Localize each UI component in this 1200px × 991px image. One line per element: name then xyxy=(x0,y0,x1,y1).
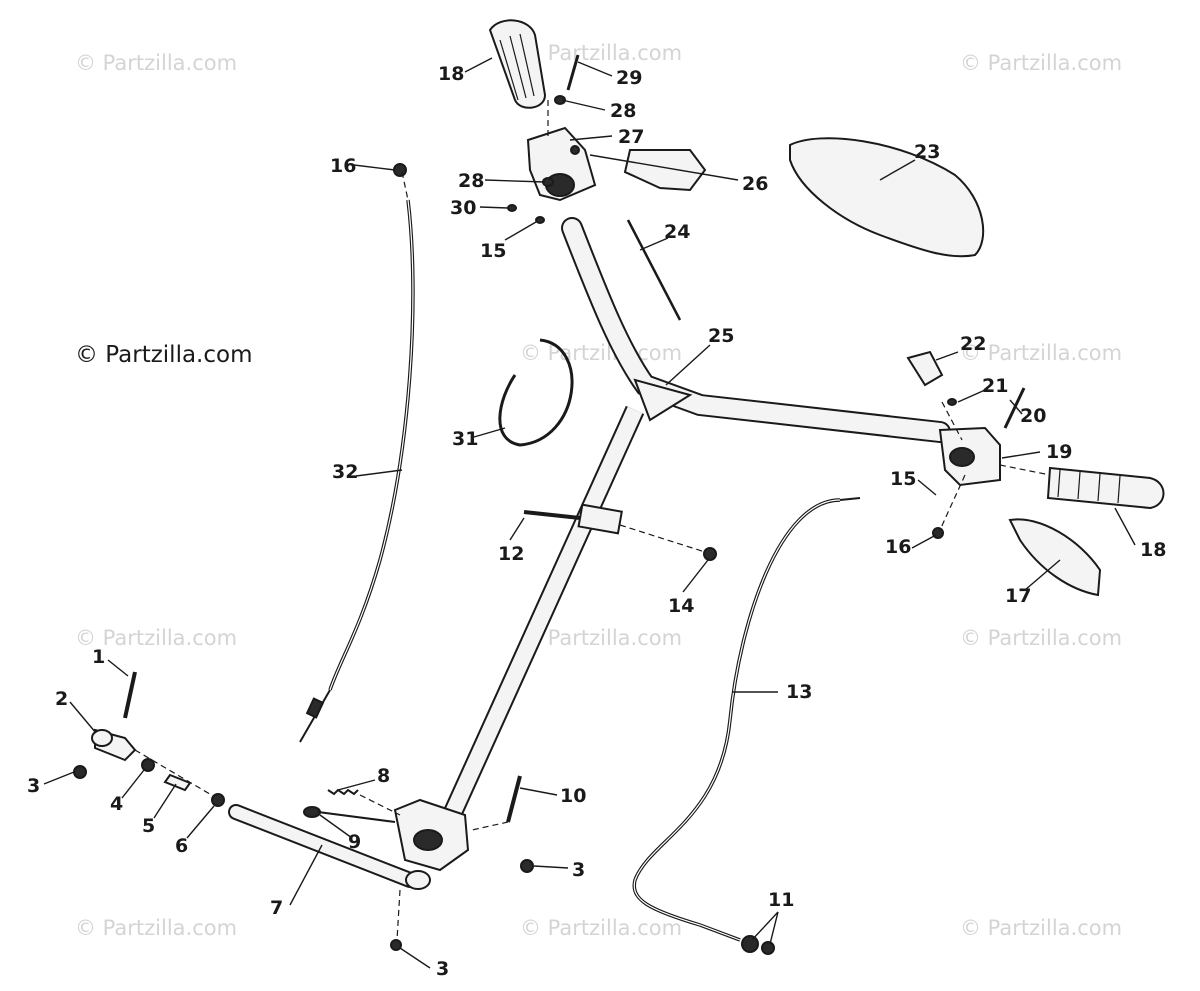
nut xyxy=(741,935,759,953)
callout-2: 2 xyxy=(55,688,68,710)
callout-6: 6 xyxy=(175,835,188,857)
watermark: © Partzilla.com xyxy=(960,916,1122,940)
hand-guard xyxy=(789,137,985,258)
nut xyxy=(390,939,402,951)
nut xyxy=(141,758,155,772)
callout-18: 18 xyxy=(438,63,464,85)
watermark: © Partzilla.com xyxy=(75,626,237,650)
watermark: © Partzilla.com xyxy=(520,626,682,650)
callout-30: 30 xyxy=(450,197,476,219)
brake-cable xyxy=(632,497,861,942)
tie-rod xyxy=(228,804,431,890)
grip xyxy=(1046,466,1165,510)
brake-housing xyxy=(938,426,1001,487)
callout-29: 29 xyxy=(616,67,642,89)
throttle-cable xyxy=(299,199,415,743)
callout-3: 3 xyxy=(572,859,585,881)
watermark: © Partzilla.com xyxy=(960,341,1122,365)
callout-16: 16 xyxy=(885,536,911,558)
lower-bracket xyxy=(393,798,470,872)
bolt xyxy=(523,510,581,520)
callout-24: 24 xyxy=(664,221,690,243)
callout-3: 3 xyxy=(436,958,449,980)
callout-3: 3 xyxy=(27,775,40,797)
parts-layer xyxy=(73,19,1165,955)
grip xyxy=(488,19,547,109)
watermark: © Partzilla.com xyxy=(75,916,237,940)
callout-5: 5 xyxy=(142,815,155,837)
bolt xyxy=(123,671,137,719)
nut xyxy=(761,941,775,955)
callout-28: 28 xyxy=(458,170,484,192)
watermark-main: © Partzilla.com xyxy=(75,342,253,368)
callout-4: 4 xyxy=(110,793,123,815)
watermark: © Partzilla.com xyxy=(960,626,1122,650)
nut xyxy=(520,859,534,873)
callout-31: 31 xyxy=(452,428,478,450)
nut xyxy=(211,793,225,807)
nut xyxy=(393,163,407,177)
callout-22: 22 xyxy=(960,333,986,355)
watermark-layer: © Partzilla.com © Partzilla.com © Partzi… xyxy=(75,41,1122,940)
callout-32: 32 xyxy=(332,461,358,483)
callout-11: 11 xyxy=(768,889,794,911)
callout-26: 26 xyxy=(742,173,768,195)
callout-27: 27 xyxy=(618,126,644,148)
callout-13: 13 xyxy=(786,681,812,703)
nut xyxy=(703,547,717,561)
callout-9: 9 xyxy=(348,831,361,853)
callout-16: 16 xyxy=(330,155,356,177)
callout-19: 19 xyxy=(1046,441,1072,463)
leader-lines xyxy=(43,57,1136,969)
bolt xyxy=(506,775,522,823)
callout-7: 7 xyxy=(270,897,283,919)
callout-10: 10 xyxy=(560,785,586,807)
callout-28: 28 xyxy=(610,100,636,122)
callout-17: 17 xyxy=(1005,585,1031,607)
steering-post xyxy=(435,405,645,835)
watermark: © Partzilla.com xyxy=(520,41,682,65)
callout-1: 1 xyxy=(92,646,105,668)
rod-end xyxy=(91,728,221,801)
callout-20: 20 xyxy=(1020,405,1046,427)
callout-15: 15 xyxy=(480,240,506,262)
watermark: © Partzilla.com xyxy=(75,51,237,75)
watermark: © Partzilla.com xyxy=(520,916,682,940)
nut xyxy=(73,765,87,779)
watermark: © Partzilla.com xyxy=(960,51,1122,75)
callout-25: 25 xyxy=(708,325,734,347)
watermark: © Partzilla.com xyxy=(520,341,682,365)
callout-8: 8 xyxy=(377,765,390,787)
callout-18: 18 xyxy=(1140,539,1166,561)
callout-21: 21 xyxy=(982,375,1008,397)
callout-labels: 1 2 3 4 5 6 7 8 9 10 3 3 11 12 13 14 15 … xyxy=(27,63,1166,980)
callout-14: 14 xyxy=(668,595,694,617)
callout-15: 15 xyxy=(890,468,916,490)
callout-23: 23 xyxy=(914,141,940,163)
handlebar xyxy=(561,217,951,443)
callout-12: 12 xyxy=(498,543,524,565)
